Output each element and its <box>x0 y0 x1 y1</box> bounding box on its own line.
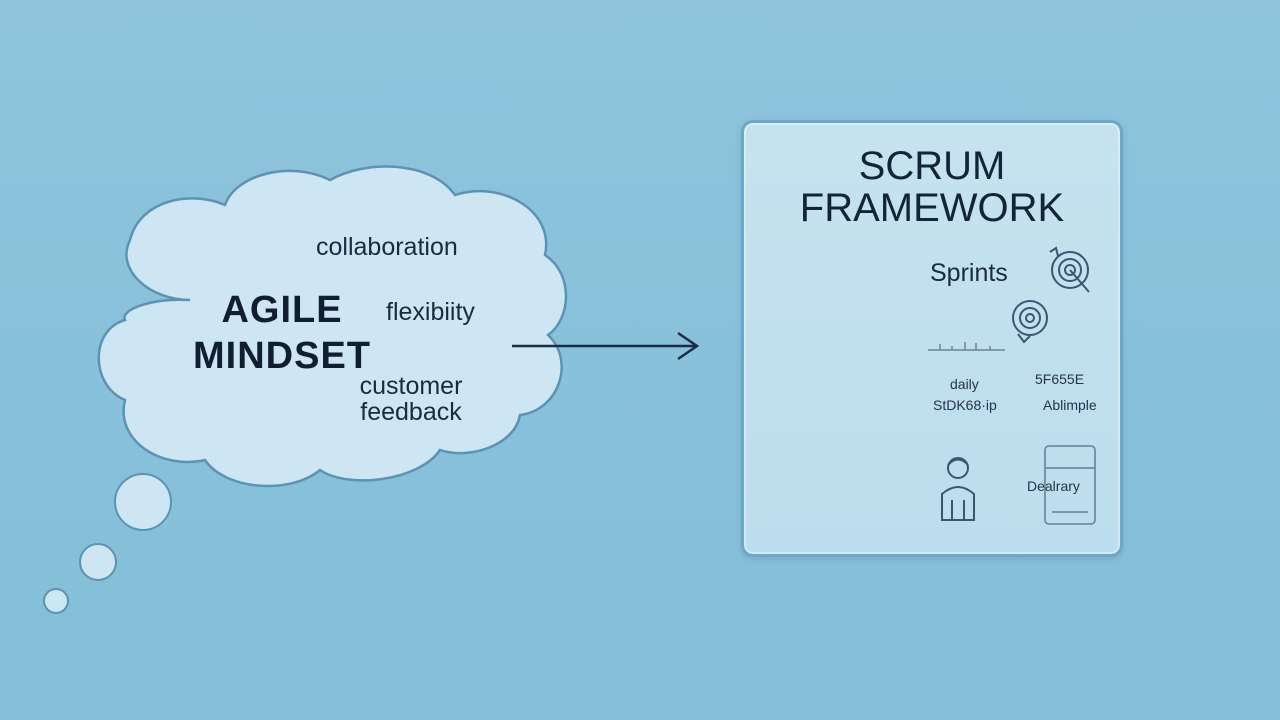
customer-feedback-line1: customer <box>359 372 463 400</box>
thought-bubble-medium <box>79 543 117 581</box>
agile-mindset-line2: MINDSET <box>193 335 371 378</box>
retro-label: 5F655E <box>1035 371 1085 387</box>
thought-bubble-small <box>43 588 69 614</box>
thought-bubble-large <box>114 473 172 531</box>
scrum-framework-line1: SCRUM <box>858 144 1006 188</box>
customer-feedback-line2: feedback <box>360 398 462 427</box>
delivery-label: Dealrary <box>1027 478 1080 494</box>
agile-mindset-title: AGILE MINDSET <box>172 287 392 380</box>
customer-feedback-label: customer feedback <box>331 373 491 426</box>
sprints-label: Sprints <box>930 259 1008 287</box>
scrum-framework-line2: FRAMEWORK <box>799 186 1065 230</box>
arrow-icon <box>512 331 700 361</box>
agile-mindset-line1: AGILE <box>221 289 343 331</box>
sample-label: Ablimple <box>1043 397 1097 413</box>
flexibility-label: flexibiity <box>386 298 475 326</box>
thought-cloud <box>97 165 568 488</box>
scrum-framework-title: SCRUM FRAMEWORK <box>741 145 1123 229</box>
standup-label: StDK68·ip <box>933 397 997 413</box>
collaboration-label: collaboration <box>316 233 458 261</box>
daily-label: daily <box>950 376 979 392</box>
